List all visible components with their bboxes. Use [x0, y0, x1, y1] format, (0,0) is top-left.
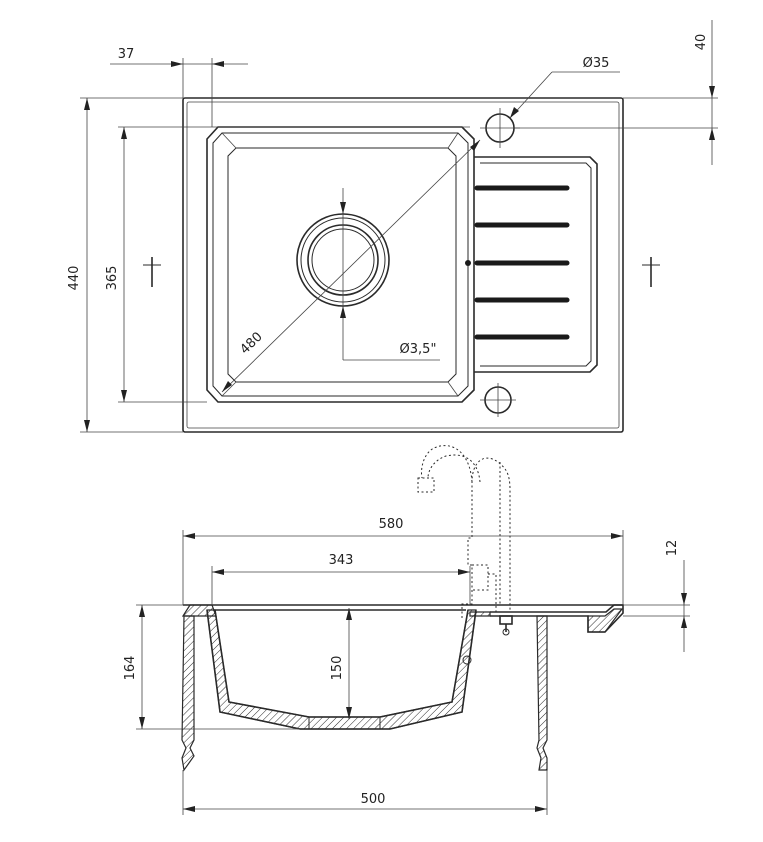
- section-marker-left: [143, 257, 161, 287]
- dim-150-label: 150: [330, 656, 345, 681]
- dim-365: 365: [105, 126, 470, 403]
- bowl-outline: [206, 126, 475, 403]
- dim-480: 480: [221, 139, 481, 393]
- dim-500-label: 500: [361, 792, 386, 807]
- drainboard: [465, 156, 598, 373]
- dim-440: 440: [67, 97, 183, 433]
- dim-tap-hole: Ø35: [509, 56, 620, 119]
- top-view: 440 365 37: [67, 20, 718, 433]
- dim-drain-label: Ø3,5": [400, 342, 437, 357]
- faucet-icon: [417, 445, 511, 618]
- dim-37: 37: [110, 47, 248, 127]
- dim-580-label: 580: [379, 517, 404, 532]
- overflow-hole-icon: [480, 383, 516, 417]
- dim-150: 150: [330, 608, 352, 719]
- dim-440-label: 440: [67, 266, 82, 291]
- cabinet-wall-right: [536, 615, 548, 771]
- rim-section: [181, 604, 624, 633]
- dim-drain: Ø3,5": [340, 188, 440, 361]
- section-marker-right: [642, 257, 660, 287]
- dim-12: 12: [623, 540, 690, 652]
- side-view: 580 343 12 164: [123, 445, 690, 815]
- dim-343-label: 343: [329, 553, 354, 568]
- dim-500: 500: [182, 770, 548, 815]
- dim-40: 40: [514, 20, 718, 165]
- dim-37-label: 37: [118, 47, 135, 62]
- dim-164-label: 164: [123, 656, 138, 681]
- dim-tap-hole-label: Ø35: [583, 56, 610, 71]
- cabinet-wall-left: [181, 615, 195, 772]
- sink-outline: [182, 97, 624, 433]
- dim-12-label: 12: [665, 540, 680, 557]
- dim-164: 164: [123, 604, 300, 730]
- dim-40-label: 40: [694, 34, 709, 51]
- dim-343: 343: [211, 553, 471, 605]
- dim-365-label: 365: [105, 266, 120, 291]
- tap-fixing-icon: [499, 615, 513, 636]
- dim-580: 580: [182, 517, 624, 605]
